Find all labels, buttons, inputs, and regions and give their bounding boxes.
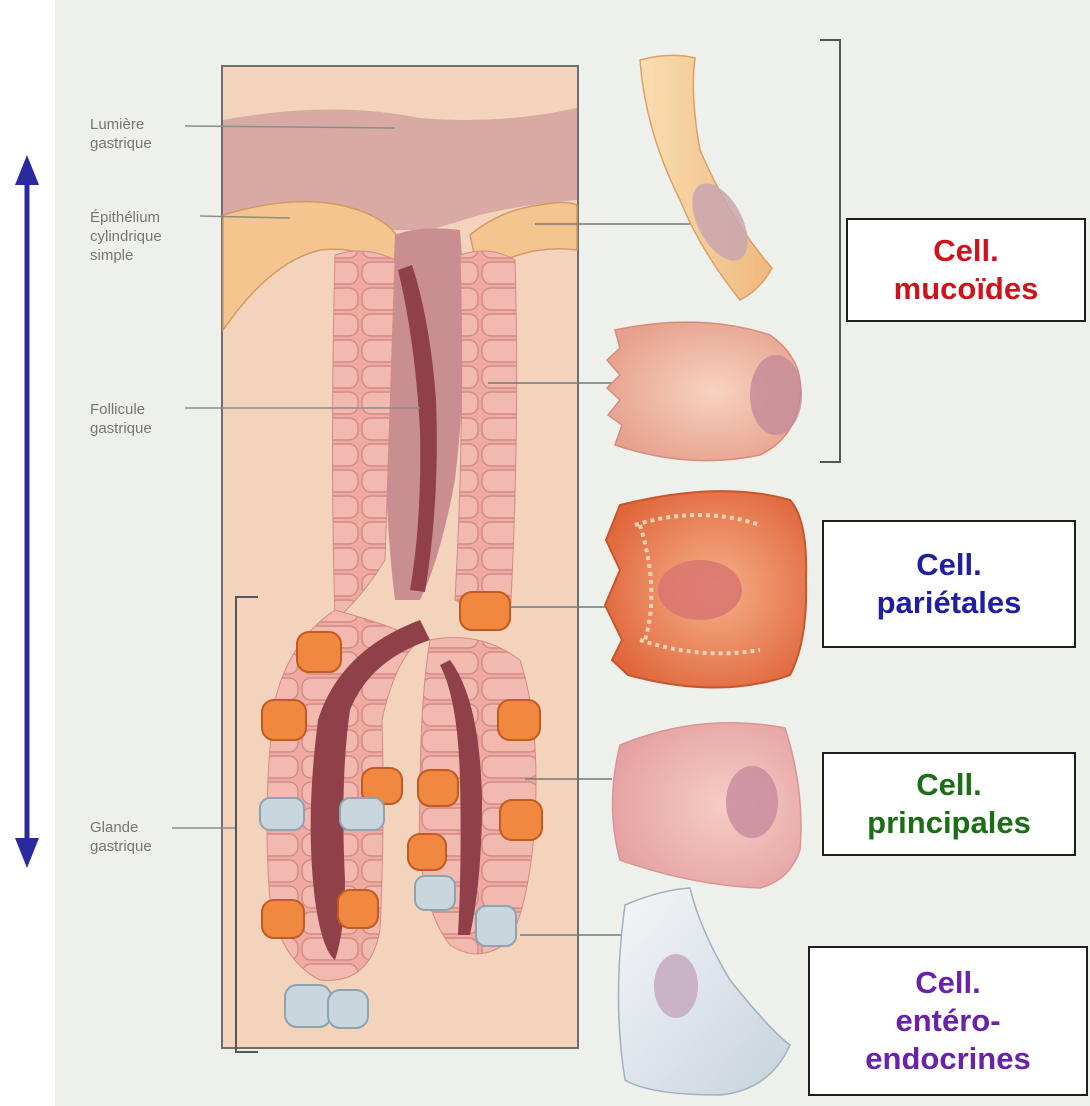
chief-nucleus [726, 766, 778, 838]
pit-wall-right [455, 251, 517, 620]
parietal-nucleus [658, 560, 742, 620]
mucoid-line2: mucoïdes [894, 270, 1039, 308]
chief-cells-box: Cell. principales [822, 752, 1076, 856]
follicle-label: Follicule gastrique [90, 400, 152, 438]
neck-mucous-nucleus [750, 355, 802, 435]
mucoid-line1: Cell. [933, 232, 998, 270]
mucoid-cells-box: Cell. mucoïdes [846, 218, 1086, 322]
enteroendocrine-cells-box: Cell. entéro- endocrines [808, 946, 1088, 1096]
epithelium-label: Épithélium cylindrique simple [90, 208, 162, 265]
depth-double-arrow [15, 155, 39, 868]
enteroendocrine-line2: entéro- [895, 1002, 1000, 1040]
enteroendocrine-line1: Cell. [915, 964, 980, 1002]
chief-line1: Cell. [916, 766, 981, 804]
gland-label: Glande gastrique [90, 818, 152, 856]
lumen-label: Lumière gastrique [90, 115, 152, 153]
parietal-line2: pariétales [877, 584, 1022, 622]
parietal-line1: Cell. [916, 546, 981, 584]
enteroendocrine-nucleus [654, 954, 698, 1018]
chief-line2: principales [867, 804, 1031, 842]
parietal-cells-box: Cell. pariétales [822, 520, 1076, 648]
enteroendocrine-line3: endocrines [865, 1040, 1030, 1078]
